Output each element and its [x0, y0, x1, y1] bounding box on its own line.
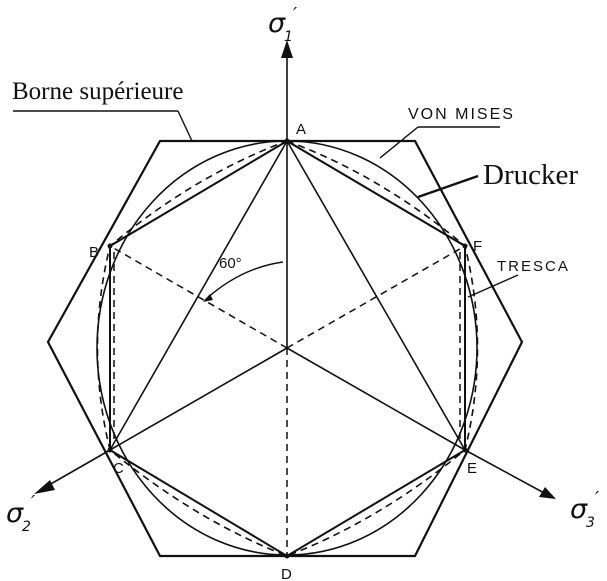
svg-text:3: 3 — [586, 515, 595, 531]
line-a-c — [109, 140, 288, 451]
von-mises-leader — [379, 126, 419, 159]
svg-text:′: ′ — [595, 488, 599, 509]
angle-label: 60° — [219, 255, 242, 272]
tresca-leader — [467, 274, 519, 298]
vertex-b-label: B — [89, 244, 99, 261]
sigma3-label: σ 3 ′ — [570, 488, 599, 531]
svg-text:σ: σ — [570, 494, 588, 525]
borne-leader — [177, 110, 193, 142]
vertex-d-label: D — [281, 566, 292, 581]
sigma1-arrowhead — [281, 40, 293, 58]
vertex-c-label: C — [113, 460, 124, 477]
drucker-label: Drucker — [483, 159, 578, 191]
vertex-f-dot — [462, 243, 468, 249]
dash-center-f — [286, 245, 466, 349]
vertex-f-label: F — [473, 238, 482, 255]
line-a-b — [109, 140, 288, 247]
borne-superieure-label: Borne supérieure — [12, 78, 183, 105]
svg-text:′: ′ — [31, 492, 35, 513]
svg-text:′: ′ — [293, 4, 297, 25]
svg-text:σ: σ — [268, 8, 286, 39]
dash-center-b — [109, 245, 288, 349]
upper-bound-hexagon — [46, 139, 524, 558]
vertex-e-label: E — [467, 460, 477, 477]
line-center-e — [286, 347, 466, 451]
line-center-c — [109, 347, 288, 451]
sigma2-axis — [41, 449, 111, 490]
vertex-c-dot — [107, 447, 113, 453]
angle-arrowhead — [203, 294, 213, 302]
vertex-e-dot — [462, 447, 468, 453]
angle-arc — [204, 261, 284, 301]
vertex-b-dot — [107, 243, 113, 249]
sigma3-arrowhead — [539, 487, 556, 499]
vertex-d-dot — [284, 553, 290, 559]
sigma1-label: σ 1 ′ — [268, 4, 297, 45]
tresca-label: TRESCA — [497, 258, 570, 275]
drucker-leader — [417, 174, 479, 199]
line-a-f — [286, 140, 466, 247]
sigma3-axis — [464, 449, 547, 495]
vertex-a-label: A — [296, 121, 306, 138]
von-mises-label: VON MISES — [408, 106, 515, 123]
line-a-e — [286, 140, 466, 451]
svg-text:σ: σ — [6, 498, 24, 529]
svg-text:1: 1 — [284, 29, 293, 45]
sigma2-arrowhead — [34, 480, 55, 494]
vertex-a-dot — [284, 138, 290, 144]
sigma2-label: σ 2 ′ — [6, 492, 35, 535]
svg-text:2: 2 — [22, 519, 31, 535]
